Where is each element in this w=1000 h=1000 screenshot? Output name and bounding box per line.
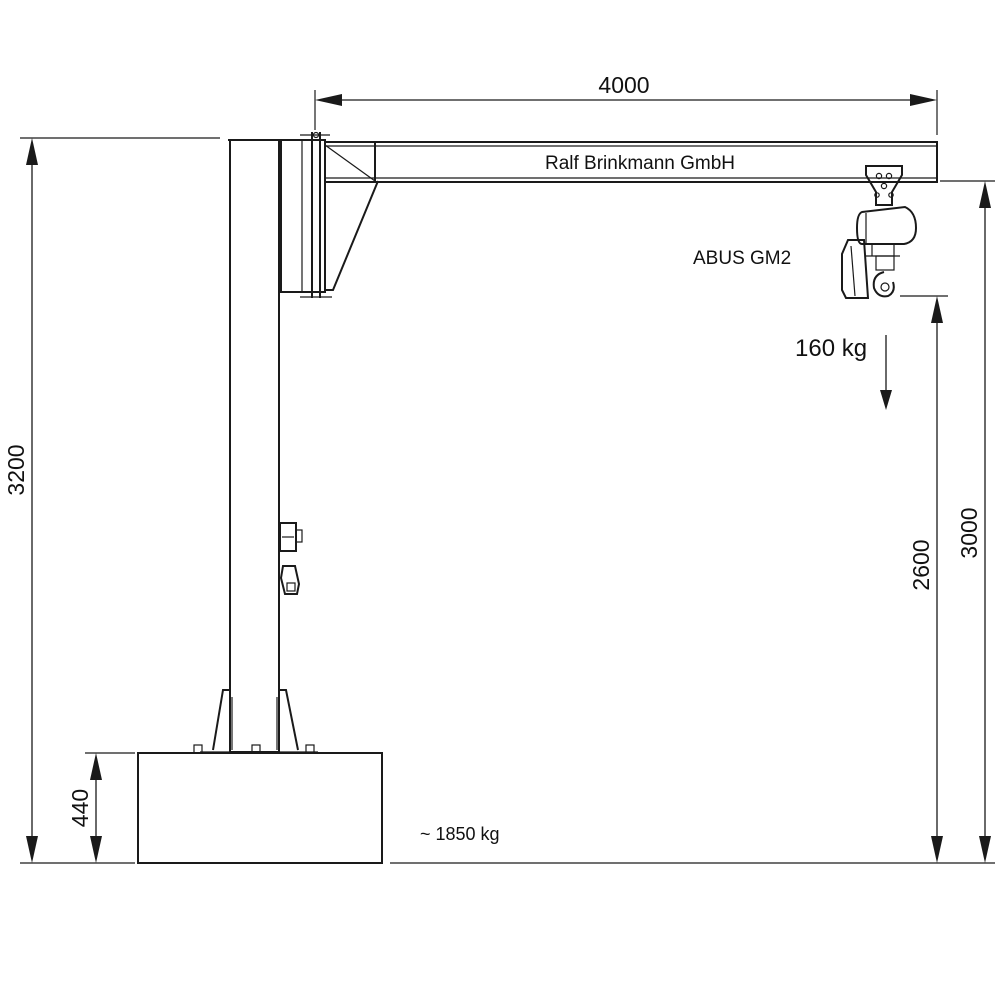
dimension-beam-height: 3000 <box>956 181 991 863</box>
dimension-jib-length: 4000 <box>315 72 937 106</box>
column <box>200 139 318 753</box>
dimension-hook-height: 2600 <box>908 296 943 863</box>
dimension-base-height: 440 <box>67 753 102 863</box>
dimension-beam-height-label: 3000 <box>956 507 982 558</box>
column-switch-box <box>279 522 303 552</box>
dimension-total-height: 3200 <box>3 138 38 863</box>
jib-boom: Ralf Brinkmann GmbH <box>324 141 938 183</box>
slewing-head <box>280 131 379 298</box>
load-capacity-label: 160 kg <box>795 335 867 362</box>
dimension-base-height-label: 440 <box>67 789 93 827</box>
dimension-jib-length-label: 4000 <box>598 72 649 98</box>
base-block <box>137 744 383 864</box>
manufacturer-label: Ralf Brinkmann GmbH <box>545 153 735 174</box>
base-weight-label: ~ 1850 kg <box>420 824 500 844</box>
hoist-model-label: ABUS GM2 <box>693 248 791 269</box>
dimension-hook-height-label: 2600 <box>908 539 934 590</box>
hoist: ABUS GM2 <box>693 165 918 299</box>
reference-lines <box>20 90 995 864</box>
dimension-total-height-label: 3200 <box>3 444 29 495</box>
column-socket <box>279 565 301 595</box>
load-indicator: 160 kg <box>795 335 892 410</box>
